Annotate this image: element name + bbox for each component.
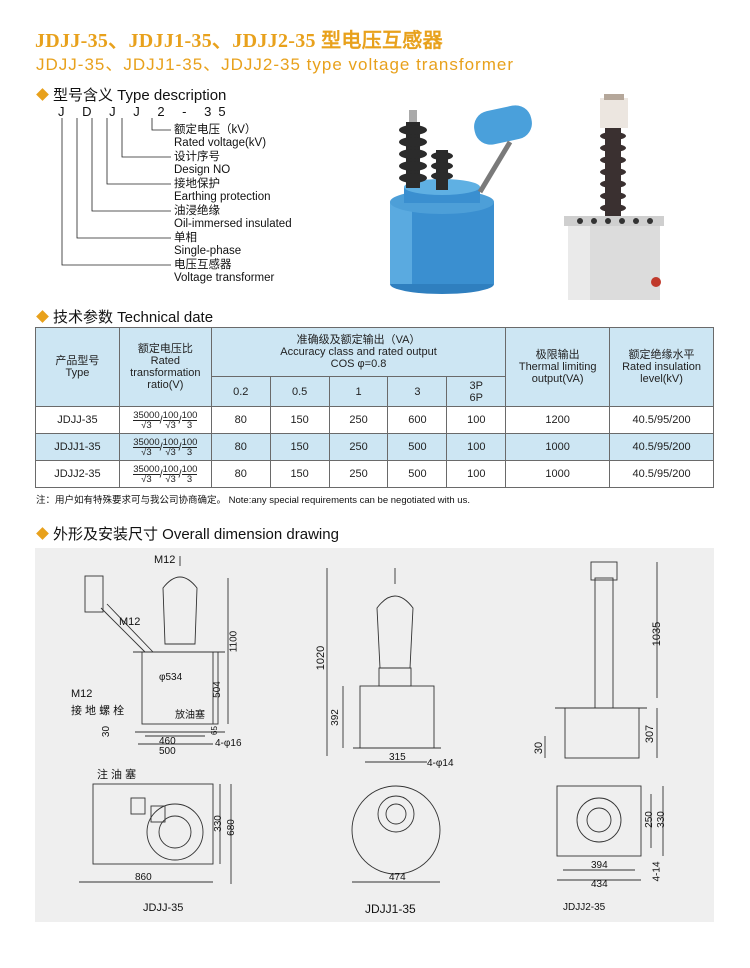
cell-c05: 150 [269, 460, 330, 488]
d1-dim-680: 680 [225, 819, 237, 836]
d1-dim-460: 460 [159, 736, 176, 747]
diamond-icon [36, 527, 49, 540]
d1-m12-mid: M12 [119, 616, 141, 628]
blue-transformer-image [390, 105, 532, 294]
cell-c05: 150 [269, 433, 330, 461]
d2-dim-392: 392 [329, 709, 341, 726]
d1-fill-plug: 注 油 塞 [97, 769, 137, 781]
cell-c02: 80 [210, 460, 271, 488]
d1-drain-plug: 放油塞 [175, 710, 205, 721]
d3-dim-250: 250 [643, 811, 655, 828]
title-en: JDJJ-35、JDJJ1-35、JDJJ2-35 type voltage t… [36, 55, 514, 74]
d3-dim-330: 330 [655, 811, 667, 828]
drawing-area: M12 M12 M12 接 地 螺 栓 放油塞 注 油 塞 1100 504 φ… [35, 548, 714, 922]
d1-earth-bolt: 接 地 螺 栓 [71, 705, 125, 717]
d3-dim-1035: 1035 [651, 621, 664, 647]
d3-dim-434: 434 [591, 879, 608, 890]
cell-c3: 500 [387, 433, 448, 461]
header-class-0.2: 0.2 [210, 376, 271, 407]
cell-c3p: 100 [446, 406, 507, 434]
cell-c1: 250 [328, 406, 389, 434]
grey-transformer-image [564, 94, 664, 300]
d1-dim-860: 860 [135, 872, 152, 883]
cell-c1: 250 [328, 433, 389, 461]
drawing-heading: 外形及安装尺寸 Overall dimension drawing [36, 523, 339, 544]
d3-dim-4-14: 4-14 [651, 861, 663, 882]
cell-c3: 500 [387, 460, 448, 488]
d1-dim-1100: 1100 [228, 630, 240, 653]
d1-dim-30: 30 [101, 725, 113, 738]
diamond-icon [36, 88, 49, 101]
cell-c3p: 100 [446, 433, 507, 461]
d3-dim-394: 394 [591, 860, 608, 871]
product-photos [390, 94, 664, 300]
d1-m12-earth: M12 [71, 688, 93, 700]
desc-item-voltage: 额定电压（kV）Rated voltage(kV) [174, 124, 267, 149]
d1-label: JDJJ-35 [143, 902, 184, 914]
model-code: J D J J 2 - 35 [58, 104, 233, 119]
header-accuracy: 准确级及额定输出（VA）Accuracy class and rated out… [210, 327, 507, 377]
cell-c05: 150 [269, 406, 330, 434]
d2-label: JDJJ1-35 [365, 902, 416, 916]
cell-c3: 600 [387, 406, 448, 434]
table-note: 注：用户如有特殊要求可与我公司协商确定。 Note:any special re… [36, 495, 470, 506]
diamond-icon [36, 310, 49, 323]
d1-dim-534: φ534 [159, 672, 183, 683]
cell-c1: 250 [328, 460, 389, 488]
title-cn: JDJJ-35、JDJJ1-35、JDJJ2-35 型电压互感器 [35, 30, 443, 52]
header-class-3p6p: 3P 6P [446, 376, 507, 407]
cell-ins: 40.5/95/200 [609, 460, 714, 488]
technical-heading: 技术参数 Technical date [36, 306, 213, 327]
d2-dim-4-14: 4-φ14 [427, 758, 454, 769]
type-description-heading: 型号含义 Type description [36, 84, 226, 105]
code-leader-lines [61, 118, 171, 266]
cell-ins: 40.5/95/200 [609, 406, 714, 434]
cell-thermal: 1200 [505, 406, 611, 434]
cell-thermal: 1000 [505, 460, 611, 488]
cell-type: JDJJ2-35 [35, 460, 120, 488]
header-class-0.5: 0.5 [269, 376, 330, 407]
d2-dim-1020: 1020 [315, 645, 328, 671]
d3-dim-307: 307 [644, 724, 657, 744]
d3-dim-30: 30 [533, 741, 546, 755]
cell-type: JDJJ1-35 [35, 433, 120, 461]
dimension-drawings [79, 556, 664, 884]
d2-dim-474: 474 [389, 872, 406, 883]
cell-c02: 80 [210, 406, 271, 434]
d1-dim-330: 330 [212, 815, 224, 832]
d1-dim-504: 504 [211, 681, 223, 698]
d2-dim-315: 315 [389, 752, 406, 763]
cell-ins: 40.5/95/200 [609, 433, 714, 461]
d1-dim-65: 65 [209, 726, 219, 735]
d1-dim-4-16: 4-φ16 [215, 738, 242, 749]
cell-thermal: 1000 [505, 433, 611, 461]
header-class-3: 3 [387, 376, 448, 407]
cell-c02: 80 [210, 433, 271, 461]
d1-m12-top: M12 [154, 554, 176, 566]
header-class-1: 1 [328, 376, 389, 407]
cell-c3p: 100 [446, 460, 507, 488]
d1-dim-500: 500 [159, 746, 176, 757]
d3-label: JDJJ2-35 [563, 902, 606, 913]
cell-type: JDJJ-35 [35, 406, 120, 434]
